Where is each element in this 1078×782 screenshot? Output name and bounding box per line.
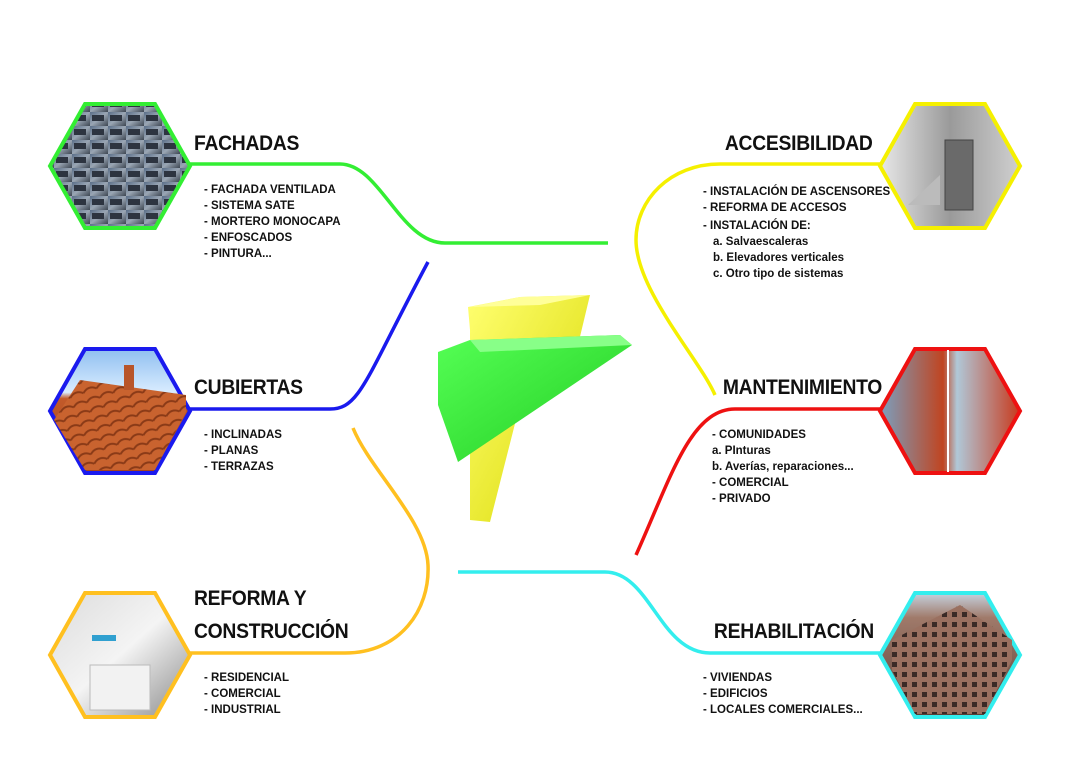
accesibilidad-hexagon-image [877, 102, 1023, 230]
mantenimiento-connector [634, 407, 880, 556]
list-item: - COMERCIAL [712, 477, 789, 489]
list-item: - INSTALACIÓN DE: [703, 220, 811, 232]
mantenimiento-list: - COMUNIDADES a. PInturas b. Averías, re… [712, 427, 854, 507]
list-item: b. Averías, reparaciones... [712, 461, 854, 473]
rehabilitacion-title: REHABILITACIÓN [714, 620, 874, 643]
reforma-list: - RESIDENCIAL - COMERCIAL - INDUSTRIAL [204, 670, 289, 718]
list-item: - EDIFICIOS [703, 688, 768, 700]
fachadas-connector [190, 162, 608, 245]
list-item: - FACHADA VENTILADA [204, 184, 336, 196]
accesibilidad-connector [634, 162, 880, 396]
center-logo [438, 295, 632, 522]
list-item: - MORTERO MONOCAPA [204, 216, 341, 228]
list-item: - PRIVADO [712, 493, 771, 505]
list-item: - VIVIENDAS [703, 672, 773, 684]
list-item: - INDUSTRIAL [204, 704, 281, 716]
list-item: - LOCALES COMERCIALES... [703, 704, 863, 716]
list-item: a. Salvaescaleras [713, 236, 809, 248]
list-item: - PINTURA... [204, 248, 272, 260]
rehabilitacion-list: - VIVIENDAS - EDIFICIOS - LOCALES COMERC… [703, 670, 863, 718]
list-item: - ENFOSCADOS [204, 232, 293, 244]
rehabilitacion-connector [458, 570, 880, 655]
cubiertas-title: CUBIERTAS [194, 376, 303, 399]
accesibilidad-list: - INSTALACIÓN DE ASCENSORES - REFORMA DE… [703, 184, 890, 282]
accesibilidad-title: ACCESIBILIDAD [725, 132, 873, 155]
list-item: b. Elevadores verticales [713, 252, 845, 264]
cubiertas-connector [190, 261, 430, 411]
list-item: - TERRAZAS [204, 461, 274, 473]
list-item: a. PInturas [712, 445, 771, 457]
reforma-connector [190, 427, 430, 655]
mantenimiento-title: MANTENIMIENTO [722, 376, 882, 399]
list-item: c. Otro tipo de sistemas [713, 268, 844, 280]
fachadas-title: FACHADAS [194, 132, 300, 155]
reforma-title-line1: REFORMA Y [194, 587, 307, 610]
list-item: - REFORMA DE ACCESOS [703, 202, 847, 214]
list-item: - PLANAS [204, 445, 259, 457]
fachadas-hexagon-image [47, 102, 193, 230]
list-item: - SISTEMA SATE [204, 200, 295, 212]
fachadas-list: - FACHADA VENTILADA - SISTEMA SATE - MOR… [204, 182, 341, 262]
list-item: - COMUNIDADES [712, 429, 806, 441]
reforma-hexagon-image [47, 591, 193, 719]
rehabilitacion-hexagon-image [877, 591, 1023, 719]
cubiertas-hexagon-image [47, 347, 193, 475]
cubiertas-list: - INCLINADAS - PLANAS - TERRAZAS [204, 427, 282, 475]
list-item: - INSTALACIÓN DE ASCENSORES [703, 186, 891, 198]
list-item: - INCLINADAS [204, 429, 282, 441]
mantenimiento-hexagon-image [877, 347, 1023, 475]
reforma-title-line2: CONSTRUCCIÓN [194, 620, 349, 643]
list-item: - RESIDENCIAL [204, 672, 289, 684]
list-item: - COMERCIAL [204, 688, 281, 700]
